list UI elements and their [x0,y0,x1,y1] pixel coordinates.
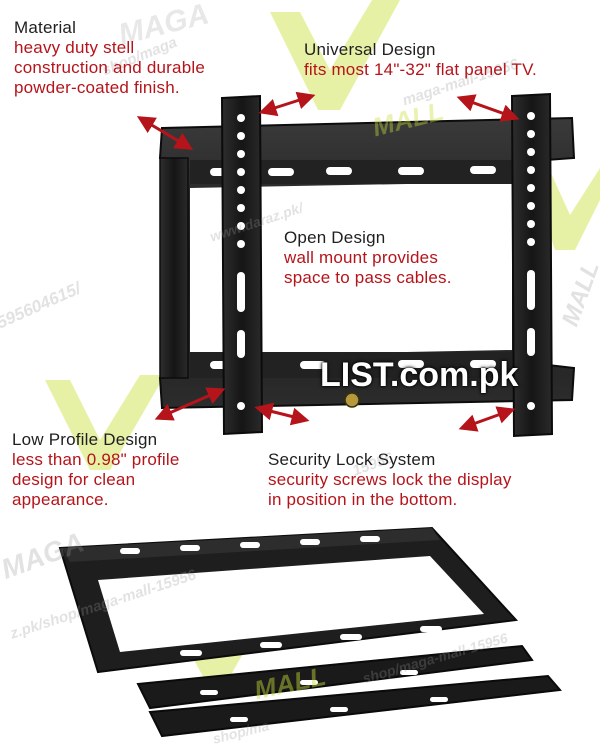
annotation-open-line: wall mount provides [284,248,439,267]
annotation-universal-line: fits most 14"-32" flat panel TV. [304,60,537,79]
annotation-low-profile-line: appearance. [12,490,109,509]
annotation-material: Material heavy duty stell construction a… [14,18,205,98]
annotation-material-line: heavy duty stell [14,38,135,57]
arrow-security-left [254,402,310,426]
site-watermark: LIST.com.pk [320,356,519,394]
annotation-low-profile: Low Profile Design less than 0.98" profi… [12,430,180,510]
arrow-universal-right [456,94,520,122]
annotation-universal-design: Universal Design fits most 14"-32" flat … [304,40,537,80]
annotation-low-profile-line: less than 0.98" profile [12,450,180,469]
annotation-security-title: Security Lock System [268,450,436,469]
annotation-low-profile-title: Low Profile Design [12,430,158,449]
wall-mount-main [158,92,576,438]
arrow-material [136,116,194,150]
annotation-open-design: Open Design wall mount provides space to… [284,228,452,288]
annotation-universal-title: Universal Design [304,40,436,59]
annotation-low-profile-line: design for clean [12,470,136,489]
callout-arrows [136,91,520,432]
annotation-material-line: construction and durable [14,58,205,77]
arrow-security-right [458,406,516,432]
annotation-open-title: Open Design [284,228,386,247]
arrow-low-profile [154,387,226,421]
annotation-material-title: Material [14,18,77,37]
annotation-open-line: space to pass cables. [284,268,452,287]
annotation-material-line: powder-coated finish. [14,78,180,97]
arrow-universal-left [258,91,316,117]
annotation-security-line: in position in the bottom. [268,490,458,509]
annotation-security-line: security screws lock the display [268,470,512,489]
wall-mount-perspective [58,526,562,738]
annotation-security-lock: Security Lock System security screws loc… [268,450,512,510]
